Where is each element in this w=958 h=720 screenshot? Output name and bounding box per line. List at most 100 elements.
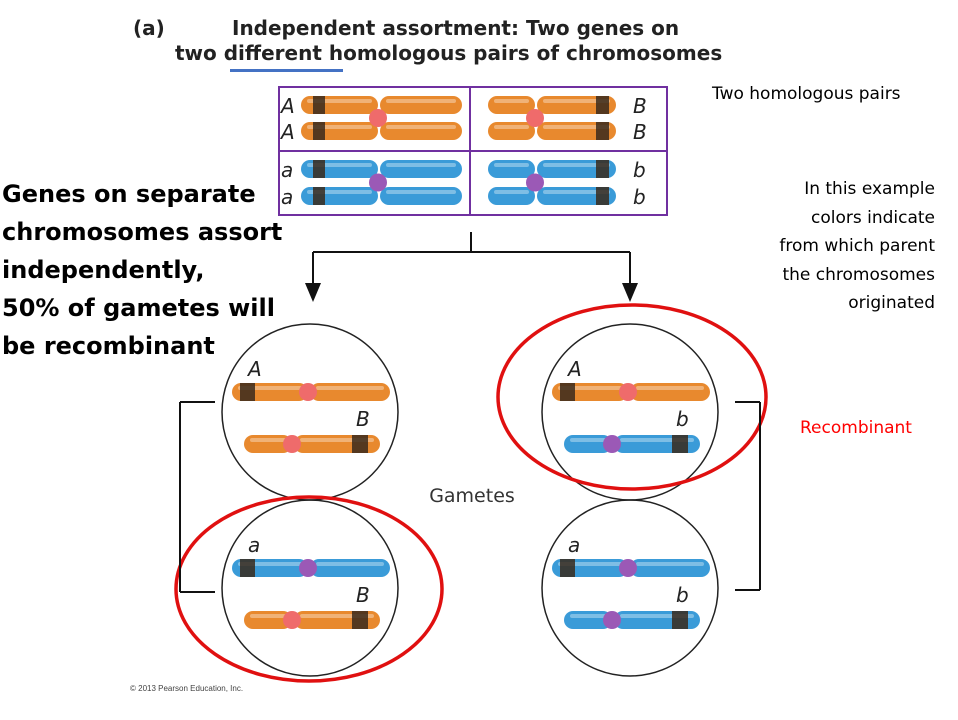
gene-band [560,559,575,577]
gametes-label: Gametes [429,485,515,507]
chromosome-highlight [543,190,610,194]
gene-band [672,435,688,453]
gene-label: A [279,94,295,118]
chromosome-arm [630,559,710,577]
gene-label: B [356,407,370,431]
recombinant-highlight [496,303,768,491]
gene-band [352,611,368,629]
centromere [603,611,621,629]
chromosome-highlight [494,163,529,167]
chromosome-highlight [386,99,456,103]
chromosome-arm [244,611,292,629]
panel-label: (a) [133,16,165,40]
chromosome-arm [564,435,612,453]
gene-band [596,160,609,178]
gene-label: a [281,185,293,209]
centromere [619,383,637,401]
centromere [299,559,317,577]
chromosome-highlight [570,614,606,618]
chromosome-highlight [636,386,704,390]
explanation-line: chromosomes assort [2,218,283,246]
gene-band [313,160,325,178]
recombinant-highlight [174,495,444,683]
chromosome-arm [630,383,710,401]
chromosome-highlight [316,562,384,566]
gene-band [313,187,325,205]
chromosome-arm [380,160,462,178]
centromere [283,611,301,629]
arrow-down-icon [622,283,638,302]
chromosome-arm [488,96,535,114]
copyright: © 2013 Pearson Education, Inc. [130,684,244,693]
chromosome-highlight [543,125,610,129]
recombinant-label: Recombinant [800,418,912,438]
title-line-1: Independent assortment: Two genes on [232,16,680,40]
gene-label: a [281,158,293,182]
chromosome-arm [488,187,535,205]
gene-label: b [676,407,689,431]
centromere [526,173,544,192]
arrow-down-icon [305,283,321,302]
gamete-circle [541,499,719,677]
gene-band [560,383,575,401]
chromosome-arm [301,187,378,205]
color-note-line: originated [848,293,935,313]
gene-label: A [246,357,262,381]
gene-label: a [248,533,260,557]
chromosome-arm [488,160,535,178]
chromosome-highlight [250,438,286,442]
gene-label: b [676,583,689,607]
gene-label: A [279,120,295,144]
gene-band [313,96,325,114]
gene-band [672,611,688,629]
gamete-circle [541,323,719,501]
homologous-pairs-note: Two homologous pairs [712,84,901,104]
explanation-line: Genes on separate [2,180,256,208]
chromosome-highlight [386,163,456,167]
centromere [619,559,637,577]
title-line-2: two different homologous pairs of chromo… [175,41,723,65]
color-note-line: In this example [804,179,935,199]
gamete-cell: AB [221,323,399,501]
chromosome-highlight [494,125,529,129]
gamete-circle [221,323,399,501]
chromosome-arm [310,383,390,401]
parent-chromosome-box [278,86,668,216]
chromosome-highlight [250,614,286,618]
gamete-cell: Ab [541,323,719,501]
gene-label: B [633,94,647,118]
chromosome-arm [244,435,292,453]
gene-label: B [633,120,647,144]
gene-label: A [566,357,582,381]
chromosome-highlight [543,163,610,167]
gamete-circle [221,499,399,677]
chromosome-arm [301,96,378,114]
chromosome-arm [310,559,390,577]
gene-band [240,383,255,401]
centromere [369,173,387,192]
gamete-cell: ab [541,499,719,677]
connector-lines [179,232,761,593]
chromosome-arm [380,96,462,114]
gene-band [596,96,609,114]
centromere [299,383,317,401]
centromere [283,435,301,453]
gene-label: b [633,185,646,209]
gene-label: B [356,583,370,607]
chromosome-highlight [494,190,529,194]
centromere [369,109,387,127]
gene-band [240,559,255,577]
gene-label: a [568,533,580,557]
chromosome-highlight [494,99,529,103]
color-note-line: from which parent [779,236,935,256]
gene-band [596,122,609,140]
chromosome-highlight [316,386,384,390]
chromosome-highlight [570,438,606,442]
color-note: In this example colors indicate from whi… [779,175,935,318]
chromosome-highlight [543,99,610,103]
gene-label: b [633,158,646,182]
chromosome-highlight [386,125,456,129]
chromosome-arm [488,122,535,140]
